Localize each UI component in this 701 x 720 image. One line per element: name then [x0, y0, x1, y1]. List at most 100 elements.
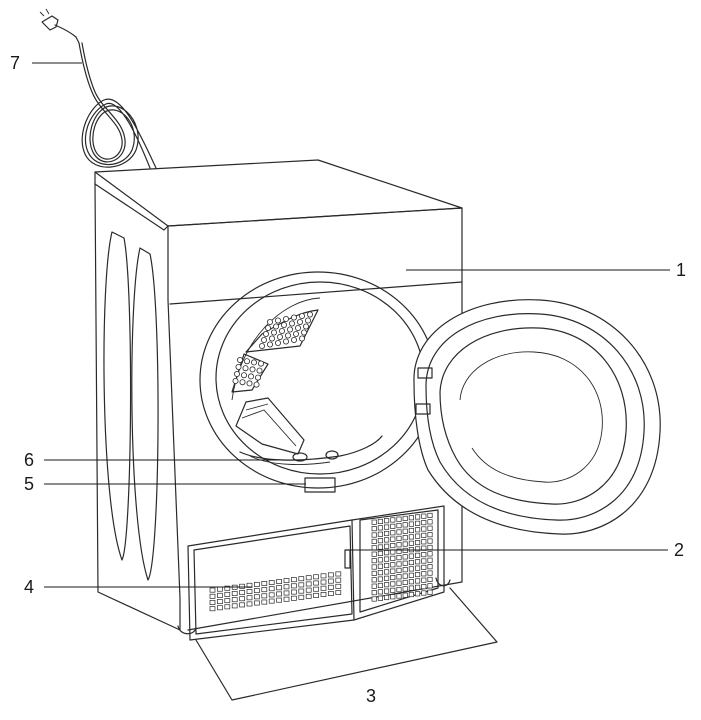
perforation [306, 311, 313, 318]
grille-hole [239, 602, 245, 608]
grille-hole [298, 582, 305, 588]
grille-hole [390, 562, 396, 568]
grille-hole [283, 584, 290, 590]
callout-6: 6 [24, 450, 34, 470]
grille-hole [408, 591, 414, 598]
grille-hole [415, 527, 421, 533]
grille-hole [371, 577, 377, 583]
grille-hole [239, 596, 245, 602]
grille-hole [224, 598, 231, 604]
perforation [239, 379, 246, 386]
grille-hole [283, 578, 290, 584]
grille-hole [390, 581, 396, 587]
perforation [296, 318, 303, 325]
grille-hole [408, 540, 414, 546]
grille-hole [268, 598, 275, 604]
grille-hole [396, 593, 402, 599]
grille-hole [231, 603, 238, 609]
grille-hole [276, 579, 282, 585]
grille-hole [371, 596, 377, 602]
grille-hole [427, 570, 433, 576]
grille-hole [335, 577, 342, 583]
grille-hole [217, 586, 223, 592]
grille-hole [320, 573, 327, 579]
grille-hole [371, 570, 377, 576]
grille-hole [231, 597, 238, 603]
grille-hole [384, 556, 390, 562]
grille-hole [402, 573, 408, 579]
grille-hole [313, 580, 319, 586]
grille-hole [408, 527, 414, 534]
callout-2: 2 [674, 540, 684, 560]
grille-hole [261, 593, 268, 599]
grille-hole [291, 589, 297, 595]
perforation [247, 373, 254, 380]
perforation [249, 366, 256, 373]
grille-hole [217, 599, 223, 605]
grille-hole [415, 520, 421, 526]
grille-hole [421, 571, 427, 577]
grille-hole [396, 561, 402, 567]
perforation [258, 342, 265, 349]
grille-hole [276, 585, 282, 591]
perforation [282, 338, 289, 345]
grille-hole [421, 590, 427, 596]
callout-4: 4 [24, 577, 34, 597]
grille-hole [254, 581, 260, 587]
perforation [302, 323, 309, 330]
grille-hole [390, 542, 396, 549]
grille-hole [396, 587, 402, 593]
grille-hole [402, 592, 408, 598]
grille-hole [209, 600, 216, 605]
grille-hole [313, 574, 319, 580]
perforation [243, 358, 250, 365]
perforation [233, 370, 240, 377]
grille-hole [396, 516, 402, 522]
grille-hole [377, 576, 383, 582]
drum-perforations-lower [232, 356, 264, 388]
grille-hole [415, 552, 421, 558]
grille-hole [427, 551, 433, 557]
grille-hole [254, 594, 260, 600]
perforation [304, 317, 311, 324]
grille-hole [335, 583, 342, 589]
grille-hole [261, 587, 268, 593]
grille-hole [427, 544, 433, 551]
grille-hole [268, 580, 275, 585]
perforation [240, 372, 247, 379]
grille-hole [328, 591, 334, 596]
grille-hole [384, 543, 390, 549]
grille-hole [390, 587, 396, 593]
grille-hole [261, 599, 268, 605]
perforation [260, 336, 267, 343]
perforation [264, 324, 271, 331]
grille-hole [377, 544, 383, 550]
grille-hole [396, 535, 402, 541]
grille-hole [384, 524, 390, 530]
grille-hole [421, 552, 427, 558]
grille-hole [415, 591, 421, 597]
grille-hole [427, 538, 433, 544]
grille-hole [328, 578, 334, 584]
grille-hole [335, 571, 342, 577]
callout-7: 7 [10, 53, 20, 73]
grille-hole [384, 594, 390, 601]
grille-hole [371, 564, 377, 570]
grille-hole [384, 575, 390, 581]
grille-hole [402, 567, 408, 573]
grille-hole [254, 600, 260, 606]
floor-area [195, 587, 498, 701]
grille-hole [427, 583, 433, 589]
grille-hole [377, 518, 383, 525]
grille-hole [390, 536, 396, 542]
dryer-cabinet [94, 159, 463, 635]
grille-hole [305, 575, 312, 581]
grille-hole [254, 588, 260, 594]
leader-lines [32, 62, 670, 588]
grille-hole [402, 541, 408, 547]
perforation [266, 341, 273, 348]
grille-hole [396, 580, 402, 586]
grille-hole [298, 594, 305, 600]
dryer-door [413, 299, 661, 535]
grille-hole [224, 604, 231, 610]
